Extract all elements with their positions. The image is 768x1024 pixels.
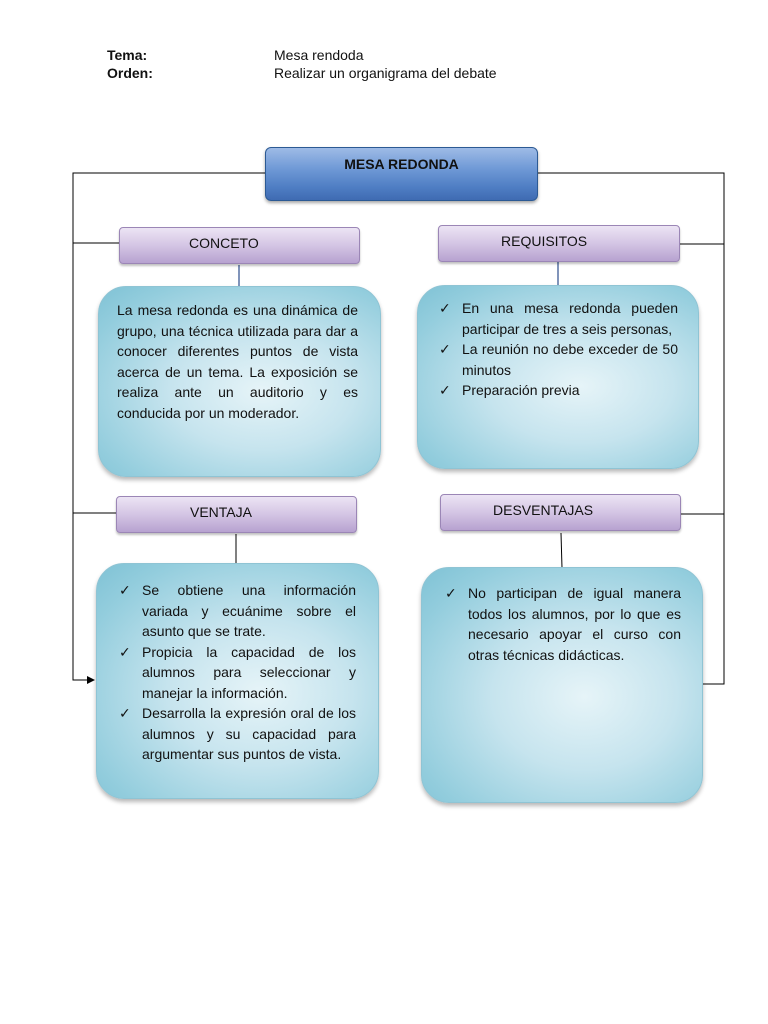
right-trunk-line <box>538 172 725 685</box>
requisitos-body-box: ✓En una mesa redonda pueden participar d… <box>417 285 699 469</box>
requisitos-heading-box: REQUISITOS <box>438 225 680 262</box>
connector-desventajas <box>560 532 563 569</box>
requisitos-list: ✓En una mesa redonda pueden participar d… <box>439 298 678 401</box>
check-icon: ✓ <box>439 341 451 357</box>
check-icon: ✓ <box>119 643 131 660</box>
requisitos-item: ✓La reunión no debe exceder de 50 minuto… <box>439 341 678 378</box>
ventaja-item: ✓Propicia la capacidad de los alumnos pa… <box>119 643 356 701</box>
ventaja-item: ✓Desarrolla la expresión oral de los alu… <box>119 705 356 762</box>
mesa-redonda-title-box: MESA REDONDA <box>265 147 538 201</box>
ventaja-body-box: ✓Se obtiene una información variada y ec… <box>96 563 379 799</box>
requisitos-item: ✓En una mesa redonda pueden participar d… <box>439 300 678 337</box>
tema-label: Tema: <box>107 47 148 63</box>
concepto-heading: CONCETO <box>189 235 259 251</box>
check-icon: ✓ <box>119 582 131 598</box>
left-trunk-line <box>72 172 265 684</box>
concepto-text: La mesa redonda es una dinámica de grupo… <box>117 302 358 421</box>
ventaja-heading-box: VENTAJA <box>116 496 357 533</box>
check-icon: ✓ <box>119 705 131 721</box>
ventaja-list: ✓Se obtiene una información variada y ec… <box>119 580 356 765</box>
check-icon: ✓ <box>439 300 451 316</box>
ventaja-heading: VENTAJA <box>190 504 252 520</box>
title-text: MESA REDONDA <box>344 156 459 172</box>
desventajas-item: ✓No participan de igual manera todos los… <box>445 585 681 663</box>
check-icon: ✓ <box>445 585 457 601</box>
tema-value: Mesa rendoda <box>274 47 364 63</box>
ventaja-item: ✓Se obtiene una información variada y ec… <box>119 582 356 639</box>
desventajas-heading: DESVENTAJAS <box>493 502 594 518</box>
concepto-heading-box: CONCETO <box>119 227 360 264</box>
desventajas-heading-box: DESVENTAJAS <box>440 494 681 531</box>
desventajas-body-box: ✓No participan de igual manera todos los… <box>421 567 703 803</box>
concepto-body-box: La mesa redonda es una dinámica de grupo… <box>98 286 381 477</box>
desventajas-list: ✓No participan de igual manera todos los… <box>445 583 681 665</box>
orden-value: Realizar un organigrama del debate <box>274 65 497 81</box>
requisitos-heading: REQUISITOS <box>501 233 588 249</box>
orden-label: Orden: <box>107 65 153 81</box>
check-icon: ✓ <box>439 382 451 398</box>
requisitos-item: ✓Preparación previa <box>439 380 678 401</box>
